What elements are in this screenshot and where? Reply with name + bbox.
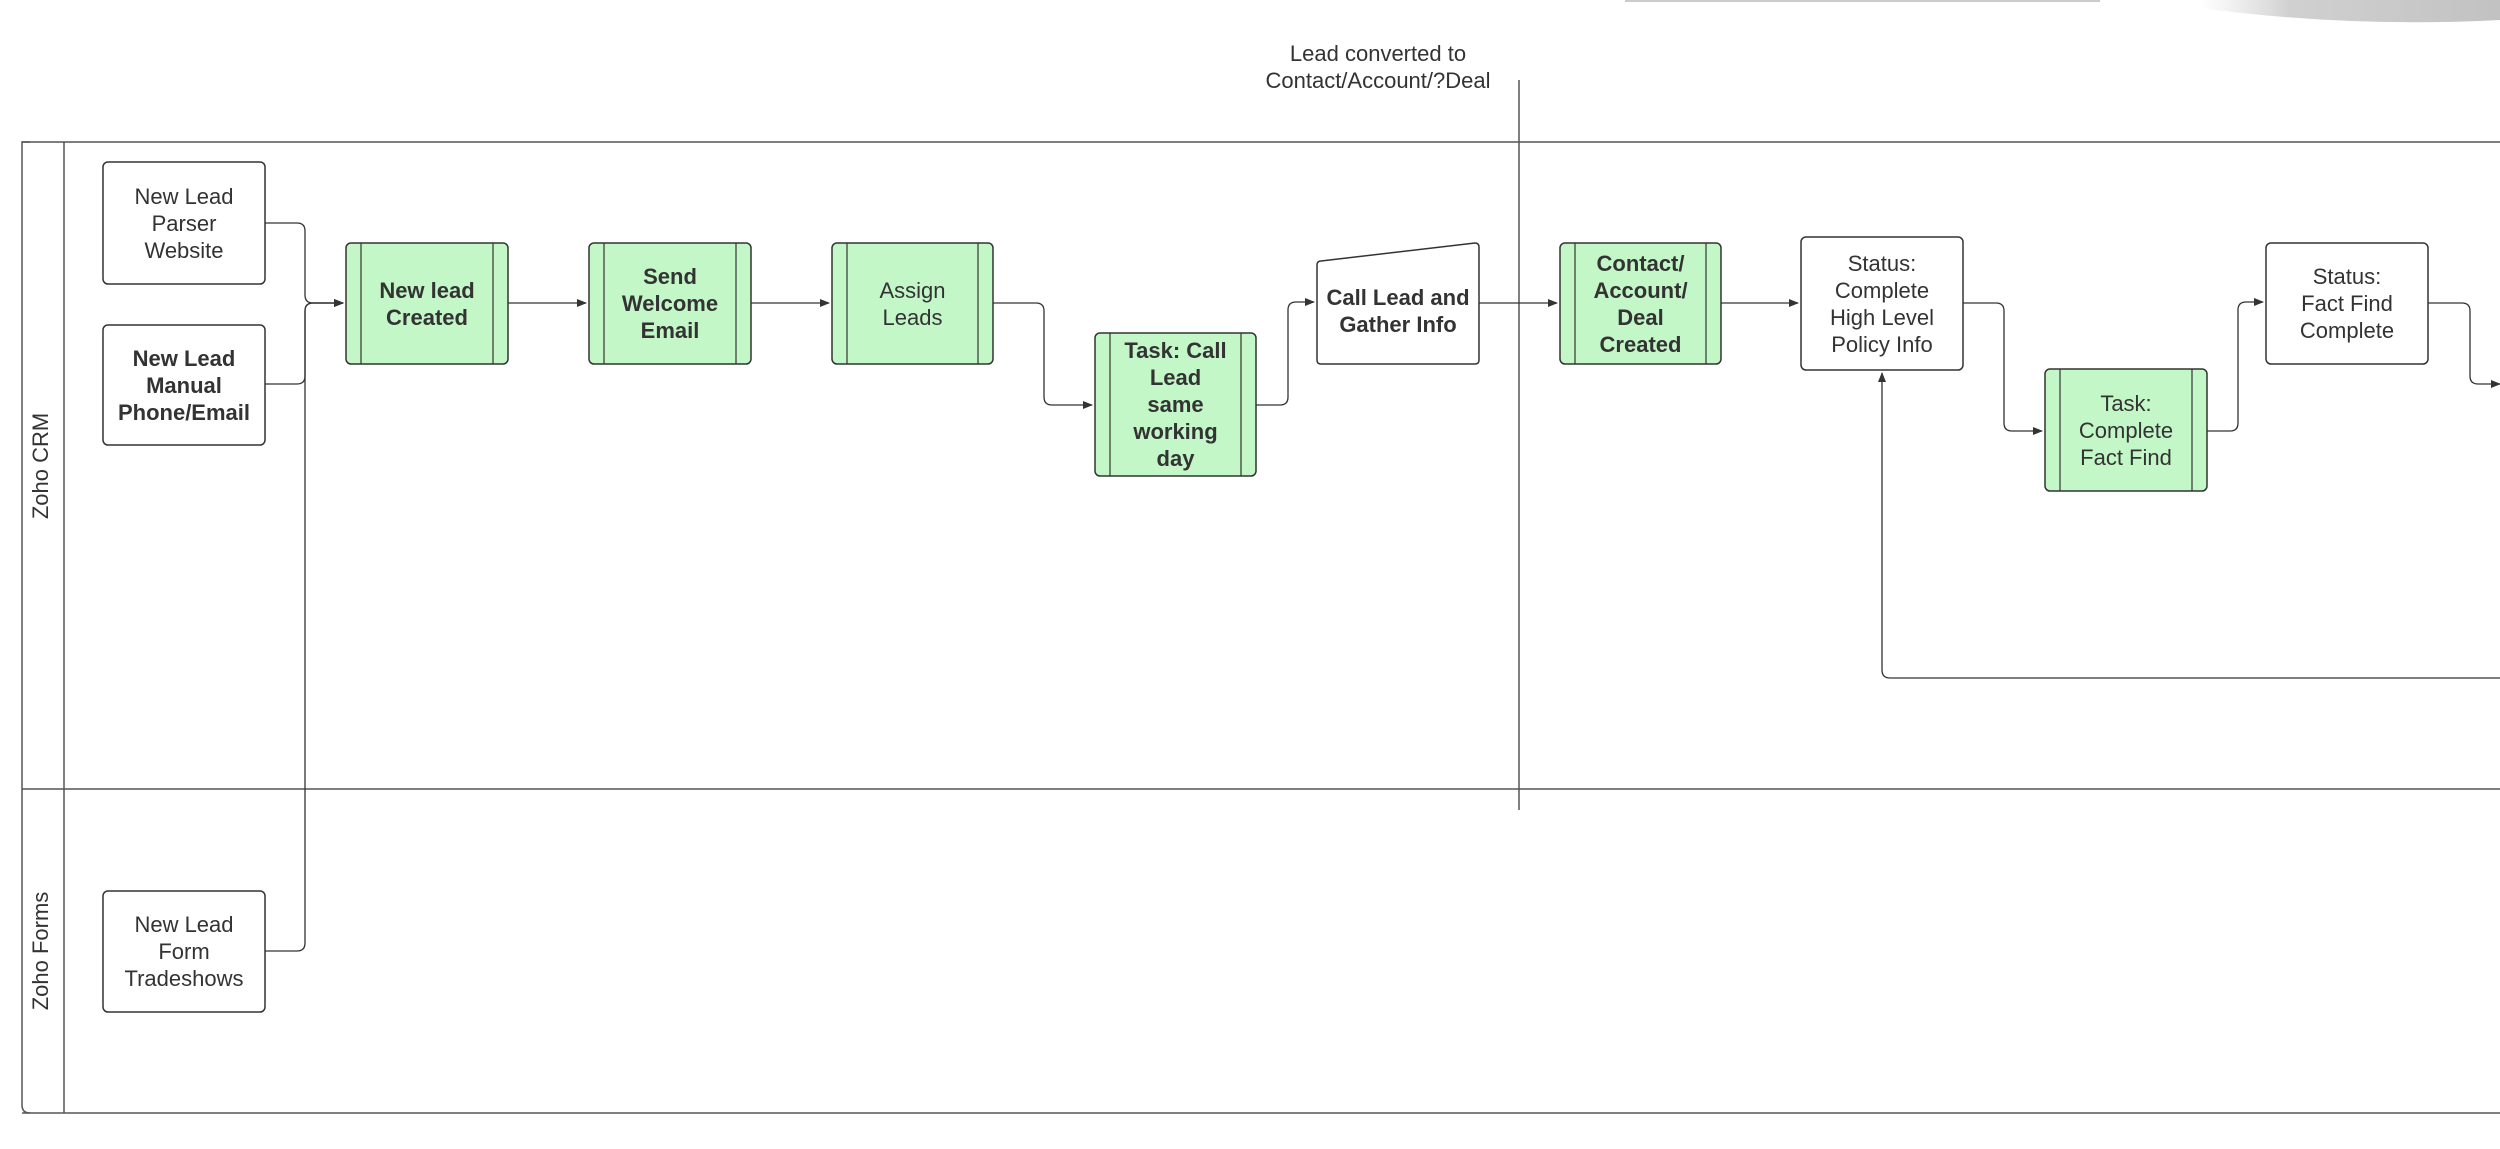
contact-account-deal-label: Contact/ Account/ Deal Created: [1593, 250, 1688, 357]
assign-leads-label: Assign Leads: [879, 277, 946, 330]
send-welcome-email-node[interactable]: [588, 242, 752, 365]
status-fact-find-node[interactable]: [2265, 242, 2429, 365]
send-welcome-email-label: Send Welcome Email: [621, 264, 719, 343]
edge-status-high-level-to-task-fact-find: [1963, 302, 2043, 435]
new-lead-parser-shape: [102, 161, 266, 285]
lane-title-zoho-forms: Zoho Forms: [28, 891, 53, 1011]
edge-offscreen-to-status-high-level: [1878, 372, 2500, 679]
status-high-level-node[interactable]: [1800, 236, 1964, 371]
lane-title-zoho-crm: Zoho CRM: [28, 412, 53, 520]
task-fact-find-shape: [2044, 368, 2208, 492]
top-shadow-artifact: [2200, 0, 2500, 23]
call-lead-gather-node[interactable]: [1316, 242, 1480, 365]
edges: [265, 222, 2500, 952]
edge-task-fact-find-to-status-fact-find: [2207, 298, 2264, 432]
task-call-lead-label: Task: Call Lead same working day: [1124, 338, 1227, 471]
contact-account-deal-node[interactable]: [1559, 242, 1722, 365]
edge-new-lead-parser-to-new-lead-created: [265, 222, 344, 307]
new-lead-created-label: New lead Created: [379, 277, 475, 330]
nodes: [102, 161, 2429, 1013]
new-lead-manual-node[interactable]: [102, 324, 266, 446]
edge-task-call-lead-to-call-lead-gather: [1256, 298, 1315, 406]
new-lead-form-shape: [102, 890, 266, 1013]
task-call-lead-node[interactable]: [1094, 332, 1257, 477]
edge-new-lead-form-to-new-lead-created: [265, 299, 344, 952]
status-fact-find-label: Status: Fact Find Complete: [2299, 264, 2395, 343]
task-fact-find-label: Task: Complete Fact Find: [2078, 390, 2174, 470]
new-lead-manual-label: New Lead Manual Phone/Email: [117, 345, 251, 425]
status-high-level-label: Status: Complete High Level Policy Info: [1830, 250, 1934, 357]
status-high-level-shape: [1800, 236, 1964, 371]
assign-leads-node[interactable]: [831, 242, 994, 365]
task-call-lead-shape: [1094, 332, 1257, 477]
status-fact-find-shape: [2265, 242, 2429, 365]
new-lead-parser-node[interactable]: [102, 161, 266, 285]
new-lead-created-shape: [345, 242, 509, 365]
new-lead-parser-label: New Lead Parser Website: [134, 183, 234, 263]
new-lead-manual-shape: [102, 324, 266, 446]
call-lead-gather-shape: [1316, 242, 1480, 365]
milestone-annotation: Lead converted to Contact/Account/?Deal: [1265, 41, 1491, 93]
new-lead-form-label: New Lead Form Tradeshows: [124, 912, 244, 991]
edge-new-lead-manual-to-new-lead-created: [265, 299, 344, 385]
new-lead-form-node[interactable]: [102, 890, 266, 1013]
call-lead-gather-label: Call Lead and Gather Info: [1326, 284, 1470, 337]
edge-status-fact-find-to-offscreen: [2428, 302, 2500, 388]
new-lead-created-node[interactable]: [345, 242, 509, 365]
send-welcome-email-shape: [588, 242, 752, 365]
task-fact-find-node[interactable]: [2044, 368, 2208, 492]
edge-assign-leads-to-task-call-lead: [993, 302, 1093, 409]
assign-leads-shape: [831, 242, 994, 365]
pool: [21, 141, 2500, 1114]
contact-account-deal-shape: [1559, 242, 1722, 365]
